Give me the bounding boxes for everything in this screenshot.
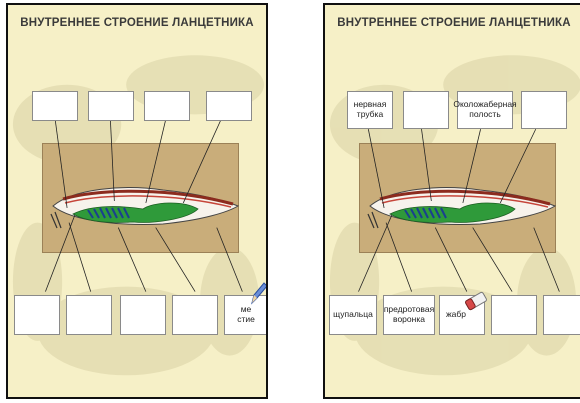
slide-right: ВНУТРЕННЕЕ СТРОЕНИЕ ЛАНЦЕТНИКА (323, 3, 580, 399)
slide-left: ВНУТРЕННЕЕ СТРОЕНИЕ ЛАНЦЕТНИКА (6, 3, 268, 399)
label-box-top-3[interactable] (144, 91, 190, 121)
label-box-top-1[interactable] (32, 91, 78, 121)
label-box-top-4[interactable] (521, 91, 567, 129)
label-box-bottom-1[interactable] (14, 295, 60, 335)
lancelet-body-illustration (360, 144, 557, 254)
lancelet-body-illustration (43, 144, 240, 254)
label-box-bottom-1[interactable]: щупальца (329, 295, 377, 335)
label-box-top-3[interactable]: Околожаберная полость (457, 91, 513, 129)
slide-title: ВНУТРЕННЕЕ СТРОЕНИЕ ЛАНЦЕТНИКА (8, 17, 266, 29)
slide-title: ВНУТРЕННЕЕ СТРОЕНИЕ ЛАНЦЕТНИКА (325, 17, 580, 29)
label-box-top-2[interactable] (403, 91, 449, 129)
lancelet-diagram-board (359, 143, 556, 253)
label-box-bottom-4[interactable] (491, 295, 537, 335)
lancelet-diagram-board (42, 143, 239, 253)
label-box-top-4[interactable] (206, 91, 252, 121)
label-box-top-2[interactable] (88, 91, 134, 121)
label-box-bottom-5[interactable] (543, 295, 580, 335)
label-box-bottom-4[interactable] (172, 295, 218, 335)
label-box-bottom-3[interactable] (120, 295, 166, 335)
pencil-icon[interactable] (250, 281, 268, 305)
label-box-top-1[interactable]: нервная трубка (347, 91, 393, 129)
label-box-bottom-2[interactable] (66, 295, 112, 335)
eraser-icon[interactable] (463, 288, 489, 314)
label-box-bottom-2[interactable]: предротовая воронка (383, 295, 435, 335)
